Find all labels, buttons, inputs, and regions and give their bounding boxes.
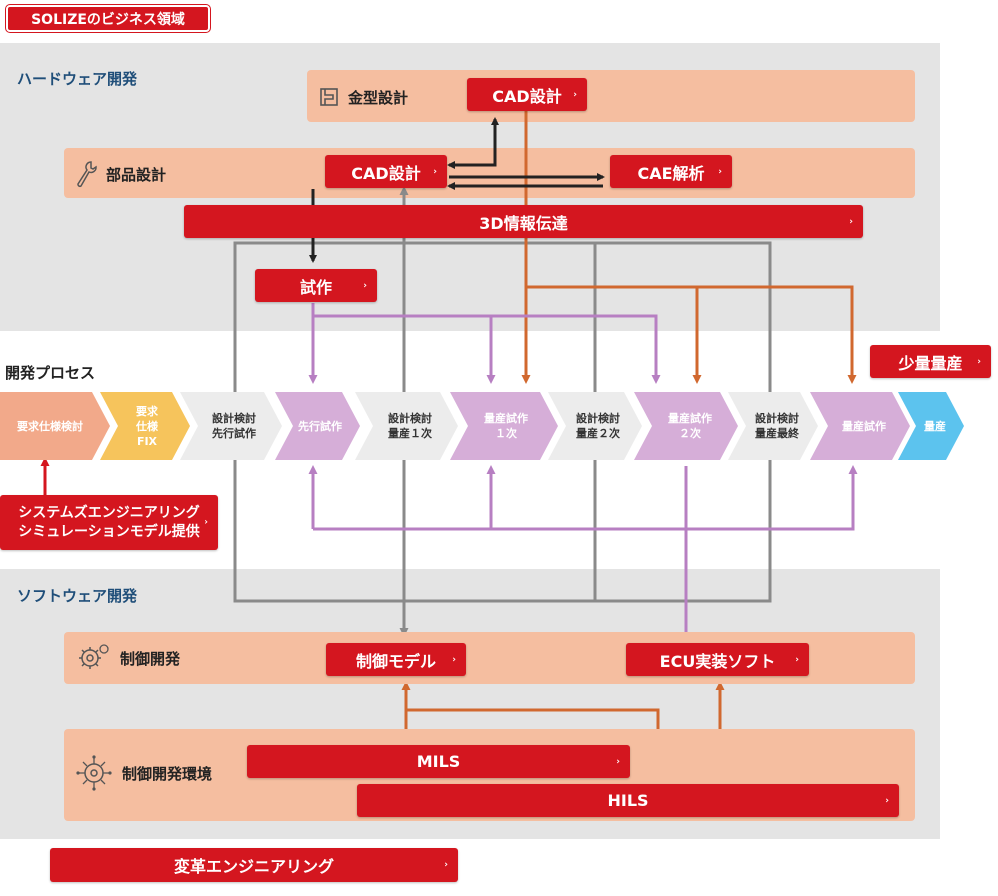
small-lot-production-button[interactable]: 少量量産› (870, 345, 991, 378)
chevron-right-icon: › (204, 517, 208, 527)
control-dev-label-wrap: 制御開発 (76, 643, 180, 673)
step-label-2: 設計検討先行試作 (212, 412, 256, 440)
step-label-9: 量産試作 (842, 419, 886, 433)
network-gear-icon (76, 755, 112, 791)
chevron-right-icon: › (885, 795, 889, 806)
software-title: ソフトウェア開発 (17, 587, 138, 605)
mold-cad-button[interactable]: CAD設計› (467, 78, 587, 111)
gear-cog-icon (79, 644, 109, 669)
step-label-8: 設計検討量産最終 (755, 412, 799, 440)
step-label-6: 設計検討量産２次 (576, 412, 620, 440)
control-dev-label: 制御開発 (120, 649, 181, 668)
parts-cad-button[interactable]: CAD設計› (325, 155, 447, 188)
chevron-right-icon: › (849, 216, 853, 227)
chevron-right-icon: › (573, 89, 577, 100)
chevron-right-icon: › (977, 356, 981, 367)
hils-button[interactable]: HILS› (357, 784, 899, 817)
transform-engineering-button[interactable]: 変革エンジニアリング› (50, 848, 458, 882)
info-transfer-button[interactable]: 3D情報伝達› (184, 205, 863, 238)
chevron-right-icon: › (795, 654, 799, 665)
parts-design-label: 部品設計 (106, 165, 167, 184)
control-env-label-wrap: 制御開発環境 (74, 755, 212, 791)
mold-design-label-wrap: 金型設計 (318, 85, 408, 109)
process-title: 開発プロセス (5, 364, 96, 382)
chevron-right-icon: › (444, 860, 448, 870)
parts-design-label-wrap: 部品設計 (74, 160, 166, 188)
prototype-button[interactable]: 試作› (255, 269, 377, 302)
chevron-right-icon: › (433, 166, 437, 177)
parts-design-band (64, 148, 915, 198)
step-label-3: 先行試作 (298, 419, 342, 433)
step-label-0: 要求仕様検討 (17, 419, 83, 433)
mils-button[interactable]: MILS› (247, 745, 630, 778)
control-env-label: 制御開発環境 (122, 764, 213, 783)
step-label-4: 設計検討量産１次 (388, 412, 432, 440)
mold-icon (320, 88, 338, 106)
systems-engineering-button[interactable]: システムズエンジニアリング シミュレーションモデル提供 › (0, 495, 218, 550)
cae-analysis-button[interactable]: CAE解析› (610, 155, 732, 188)
control-model-button[interactable]: 制御モデル› (326, 643, 466, 676)
wrench-icon (77, 161, 97, 188)
mold-design-label: 金型設計 (348, 88, 409, 107)
chevron-right-icon: › (718, 166, 722, 177)
mold-design-band (307, 70, 915, 122)
ecu-software-button[interactable]: ECU実装ソフト› (626, 643, 809, 676)
chevron-right-icon: › (452, 654, 456, 665)
step-label-10: 量産 (924, 419, 946, 433)
hardware-title: ハードウェア開発 (17, 70, 138, 88)
chevron-right-icon: › (616, 756, 620, 767)
chevron-right-icon: › (363, 280, 367, 291)
header-tag[interactable]: SOLIZEのビジネス領域 (5, 4, 211, 33)
